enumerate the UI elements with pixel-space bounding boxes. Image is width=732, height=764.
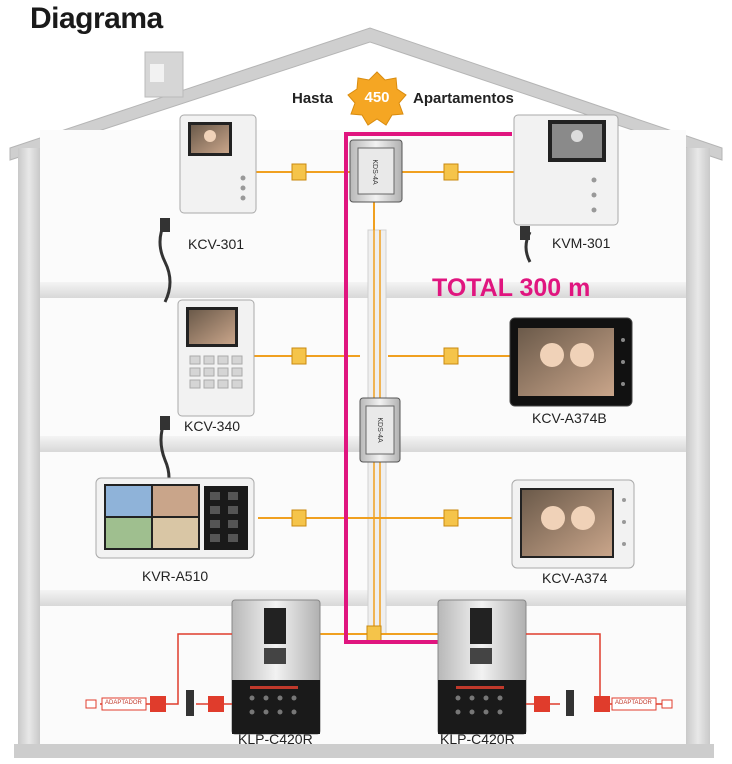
monitor-kvra510 bbox=[95, 477, 255, 559]
page-title: Diagrama bbox=[30, 2, 163, 35]
header-suffix: Apartamentos bbox=[413, 90, 514, 107]
label-kvm301: KVM-301 bbox=[552, 235, 611, 251]
lock-connectors bbox=[150, 696, 610, 712]
svg-text:KDS-4A: KDS-4A bbox=[376, 417, 383, 443]
label-kvra510: KVR-A510 bbox=[142, 568, 209, 584]
adapter-label-right: ADAPTADOR bbox=[615, 700, 652, 706]
total-cable-line bbox=[344, 132, 512, 644]
total-cable-label: TOTAL 300 m bbox=[432, 274, 591, 302]
wire-connectors bbox=[291, 163, 459, 643]
door-panel-left bbox=[231, 599, 321, 735]
door-locks bbox=[186, 690, 574, 716]
label-klp-left: KLP-C420R bbox=[238, 731, 313, 747]
label-kcv301: KCV-301 bbox=[188, 236, 245, 252]
adapters bbox=[85, 697, 673, 711]
door-panel-right bbox=[437, 599, 527, 735]
distributor-mid: KDS-4A bbox=[359, 397, 401, 463]
right-wall bbox=[686, 148, 710, 754]
monitor-kvm301 bbox=[513, 114, 619, 263]
distributor-top: KDS-4A bbox=[349, 139, 403, 203]
label-kcva374: KCV-A374 bbox=[542, 570, 608, 586]
header-prefix: Hasta bbox=[292, 90, 333, 107]
left-wall bbox=[18, 148, 40, 754]
adapter-label-left: ADAPTADOR bbox=[105, 700, 142, 706]
monitor-kcva374b bbox=[509, 317, 633, 407]
apartments-count: 450 bbox=[364, 89, 390, 106]
roof bbox=[9, 27, 723, 161]
label-kcva374b: KCV-A374B bbox=[532, 410, 607, 426]
monitor-kcva374 bbox=[511, 479, 635, 569]
label-kcv340: KCV-340 bbox=[184, 418, 241, 434]
monitor-kcv301 bbox=[158, 114, 257, 303]
svg-text:KDS-4A: KDS-4A bbox=[371, 159, 378, 185]
label-klp-right: KLP-C420R bbox=[440, 731, 515, 747]
apartments-badge bbox=[347, 71, 407, 126]
monitor-kcv340 bbox=[159, 299, 255, 497]
